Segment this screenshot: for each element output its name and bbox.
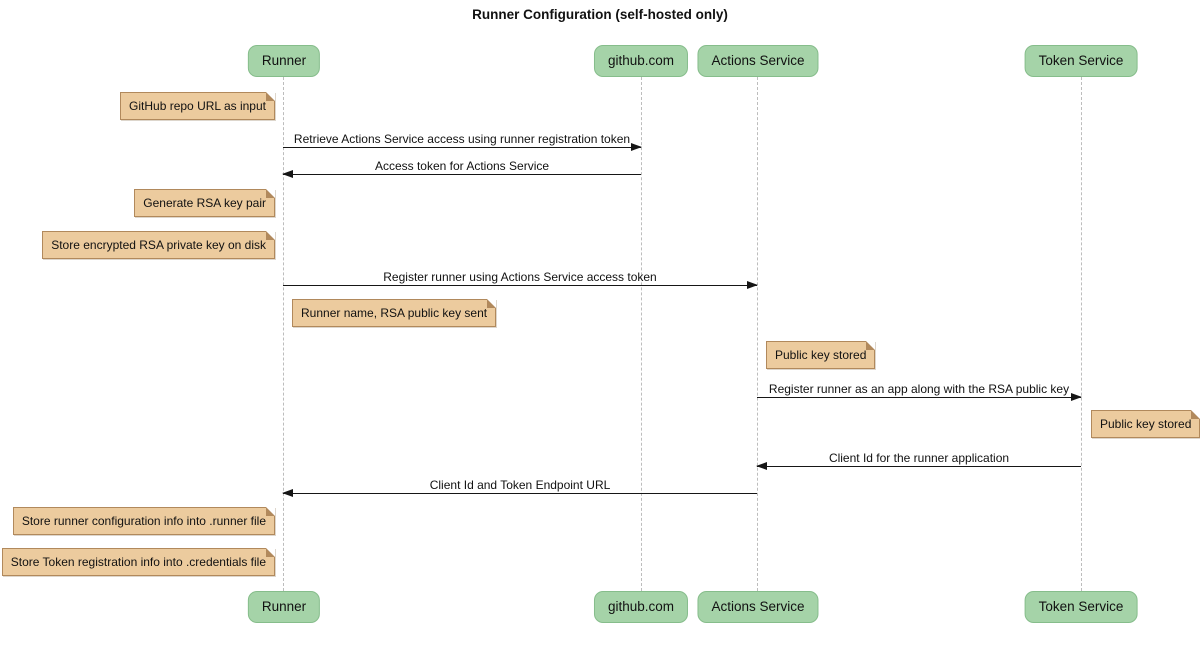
participant-actions-service-bottom: Actions Service [697,591,819,623]
arrow-left-icon [282,169,641,178]
message-access-token: Access token for Actions Service [282,159,641,178]
message-label: Client Id for the runner application [828,451,1010,465]
arrow-left-icon [756,461,1081,470]
note-generate-rsa: Generate RSA key pair [134,189,275,217]
message-register-runner: Register runner using Actions Service ac… [283,270,758,289]
participant-github-bottom: github.com [593,591,689,623]
arrow-left-icon [282,488,757,497]
lifeline-github [641,77,642,591]
lifeline-runner [283,77,284,591]
arrow-right-icon [283,142,642,151]
participant-token-service-top: Token Service [1024,45,1138,77]
participant-runner-bottom: Runner [247,591,321,623]
note-store-credentials: Store Token registration info into .cred… [1,548,276,576]
participant-actions-service-top: Actions Service [697,45,819,77]
message-client-id-endpoint: Client Id and Token Endpoint URL [282,478,757,497]
diagram-title: Runner Configuration (self-hosted only) [472,7,728,22]
note-store-runner-file: Store runner configuration info into .ru… [12,507,276,535]
note-store-private-key: Store encrypted RSA private key on disk [42,231,275,259]
participant-runner-top: Runner [247,45,321,77]
lifeline-token-service [1081,77,1082,591]
lifeline-actions-service [757,77,758,591]
message-label: Register runner as an app along with the… [768,382,1070,396]
message-retrieve-actions-access: Retrieve Actions Service access using ru… [283,132,642,151]
message-label: Access token for Actions Service [374,159,550,173]
note-github-repo-url: GitHub repo URL as input [120,92,275,120]
message-label: Retrieve Actions Service access using ru… [293,132,631,146]
message-client-id: Client Id for the runner application [756,451,1081,470]
message-register-runner-app: Register runner as an app along with the… [757,382,1082,401]
message-label: Register runner using Actions Service ac… [383,270,657,284]
note-public-key-stored-token: Public key stored [1091,410,1200,438]
message-label: Client Id and Token Endpoint URL [429,478,611,492]
note-public-key-stored-actions: Public key stored [766,341,876,369]
participant-token-service-bottom: Token Service [1024,591,1138,623]
participant-github-top: github.com [593,45,689,77]
arrow-right-icon [757,392,1082,401]
arrow-right-icon [283,280,758,289]
note-runner-name-sent: Runner name, RSA public key sent [292,299,497,327]
